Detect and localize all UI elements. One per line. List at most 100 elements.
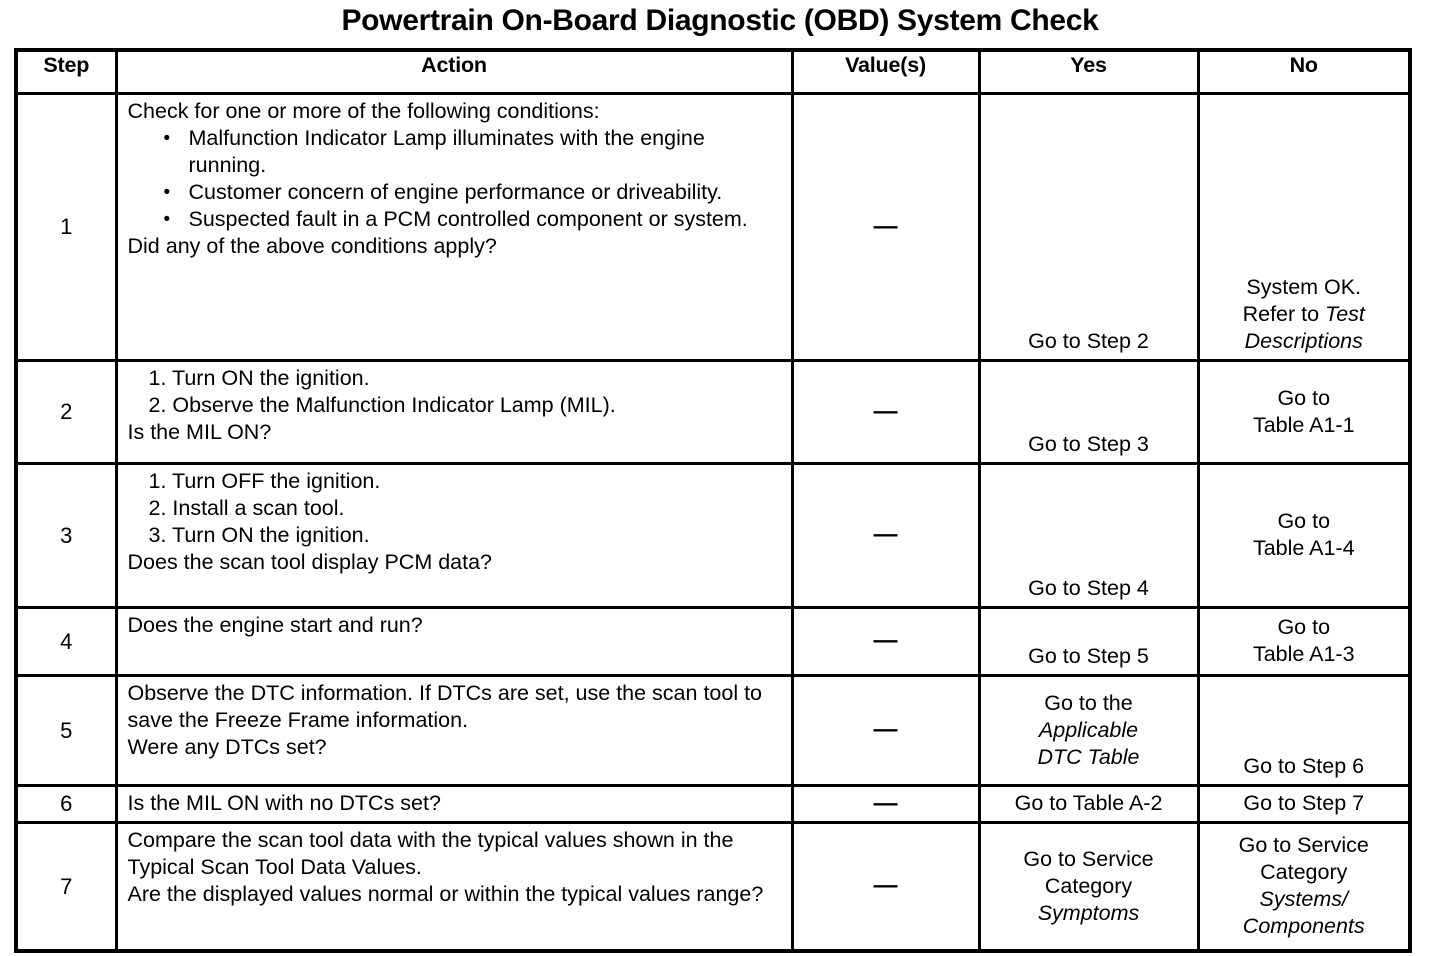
- no-action-text: Refer to: [1242, 302, 1326, 326]
- yes-action-emphasis: DTC Table: [1037, 744, 1140, 769]
- no-action-line: System OK.: [1206, 274, 1403, 301]
- action-question-text: Were any DTCs set?: [127, 735, 327, 759]
- condition-text: Customer concern of engine performance o…: [188, 180, 723, 204]
- no-action-line: Go to: [1206, 385, 1403, 412]
- yes-action-line: Go to Step 4: [987, 575, 1191, 602]
- no-action-line: Go to: [1206, 614, 1403, 641]
- yes-cell: Go to Table A-2: [977, 784, 1200, 824]
- numbered-step-list: 1. Turn OFF the ignition.2. Install a sc…: [124, 468, 493, 549]
- table-row: 5 Observe the DTC information. If DTCs ar…: [14, 674, 1412, 787]
- no-action-text: Go to: [1277, 615, 1331, 639]
- table-body: 1 Check for one or more of the following …: [14, 92, 1412, 953]
- yes-action-line: Go to Service: [987, 846, 1191, 873]
- action-question-text: Does the scan tool display PCM data?: [127, 550, 493, 574]
- no-cell: Go to Step 7: [1196, 784, 1412, 824]
- no-action-line: Table A1-1: [1206, 412, 1403, 439]
- yes-action: Go to Step 5: [987, 643, 1191, 670]
- yes-action-text: Go to the: [1044, 690, 1133, 715]
- bullet-icon: •: [163, 209, 171, 230]
- no-action-text: Go to: [1277, 385, 1331, 410]
- value-dash: —: [873, 397, 898, 425]
- no-action-text: Go to Service: [1238, 833, 1369, 857]
- action-content: 1. Turn OFF the ignition.2. Install a sc…: [124, 468, 493, 576]
- step-number: 5: [60, 717, 73, 743]
- yes-cell: Go to Step 3: [977, 359, 1200, 465]
- no-action-text: System OK.: [1246, 275, 1362, 299]
- column-header-step: Step: [14, 48, 118, 95]
- yes-action-line: Applicable: [987, 717, 1191, 744]
- yes-action-line: Go to the: [987, 690, 1191, 717]
- table-row: 1 Check for one or more of the following …: [14, 92, 1412, 362]
- no-action-line: Components: [1206, 913, 1403, 940]
- yes-action-text: Go to Step 4: [1028, 576, 1149, 600]
- no-action-line: Category: [1206, 859, 1403, 886]
- yes-action-text: Go to Step 3: [1028, 432, 1149, 456]
- bullet-icon: •: [163, 182, 171, 203]
- no-action: Go to Table A1-3: [1206, 614, 1403, 668]
- action-lead-text: Observe the DTC information. If DTCs are…: [127, 681, 763, 732]
- action-lead-text: Is the MIL ON with no DTCs set?: [127, 791, 441, 815]
- value-cell: —: [790, 92, 981, 362]
- no-action-text: Table A1-4: [1252, 536, 1355, 560]
- numbered-step-item: 3. Turn ON the ignition.: [148, 523, 370, 547]
- action-content: Check for one or more of the following c…: [124, 98, 785, 260]
- value-cell: —: [790, 821, 981, 953]
- step-number: 1: [60, 214, 73, 239]
- no-action: Go to Step 6: [1206, 753, 1403, 780]
- yes-action-emphasis: Applicable: [1038, 717, 1139, 742]
- table-header: Step Action Value(s) Yes No: [14, 48, 1412, 95]
- yes-action: Go to Step 2: [987, 328, 1191, 355]
- column-header-value: Value(s): [790, 48, 981, 95]
- action-question-text: Did any of the above conditions apply?: [127, 234, 497, 258]
- value-cell: —: [790, 359, 981, 465]
- yes-action: Go to Step 3: [987, 431, 1191, 458]
- no-action-line: Go to: [1206, 508, 1403, 535]
- column-header-action: Action: [114, 48, 794, 95]
- value-dash: —: [873, 716, 898, 743]
- step-number: 4: [60, 628, 73, 654]
- no-action-line: Descriptions: [1206, 328, 1403, 355]
- value-dash: —: [873, 627, 898, 654]
- no-cell: Go to Step 6: [1196, 674, 1412, 787]
- yes-action-line: DTC Table: [987, 744, 1191, 771]
- condition-list: •Malfunction Indicator Lamp illuminates …: [124, 125, 785, 233]
- action-lead-text: Check for one or more of the following c…: [127, 99, 600, 123]
- no-action-line: Go to Step 6: [1206, 753, 1403, 780]
- value-dash: —: [873, 212, 898, 240]
- condition-list-item: • Customer concern of engine performance …: [164, 179, 785, 206]
- obd-system-check-table: Step Action Value(s) Yes No 1 Check for o…: [14, 48, 1412, 953]
- yes-action: Go to Table A-2: [987, 790, 1191, 817]
- no-action-text: Go to Step 6: [1243, 754, 1365, 778]
- value-cell: —: [790, 784, 981, 824]
- yes-action-text: Go to Table A-2: [1014, 791, 1163, 815]
- yes-action-text: Category: [1044, 873, 1133, 898]
- yes-action-line: Symptoms: [987, 900, 1191, 927]
- step-cell: 7: [14, 821, 118, 953]
- step-number: 7: [60, 873, 73, 899]
- step-cell: 5: [14, 674, 118, 787]
- no-action-emphasis: Descriptions: [1244, 329, 1363, 353]
- no-action: Go to Step 7: [1206, 790, 1403, 817]
- yes-cell: Go to Step 4: [977, 462, 1200, 609]
- value-dash: —: [873, 521, 898, 548]
- action-cell: Is the MIL ON with no DTCs set?: [114, 784, 794, 824]
- condition-text: Suspected fault in a PCM controlled comp…: [188, 207, 748, 231]
- no-action-text: Table A1-3: [1252, 642, 1355, 666]
- action-cell: Check for one or more of the following c…: [114, 92, 794, 362]
- action-lead-text: Does the engine start and run?: [127, 613, 423, 637]
- action-cell: Compare the scan tool data with the typi…: [114, 821, 794, 953]
- no-action-line: Go to Step 7: [1206, 790, 1403, 817]
- column-header-yes: Yes: [977, 48, 1200, 95]
- value-dash: —: [873, 872, 898, 899]
- yes-cell: Go to Step 5: [977, 606, 1200, 677]
- yes-cell: Go to Step 2: [977, 92, 1200, 362]
- action-question-text: Are the displayed values normal or withi…: [127, 882, 764, 906]
- action-content: Does the engine start and run?: [124, 612, 423, 639]
- no-cell: Go to Table A1-3: [1196, 606, 1412, 677]
